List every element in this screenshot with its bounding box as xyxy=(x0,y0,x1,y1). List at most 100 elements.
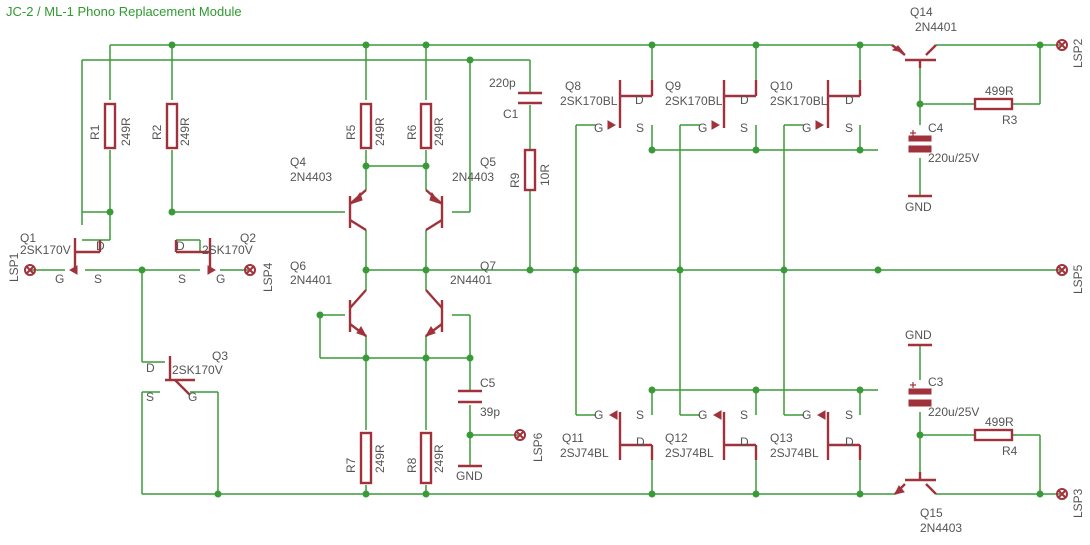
svg-text:G: G xyxy=(55,272,64,286)
resistor-r9: R9 10R xyxy=(508,148,552,192)
svg-text:D: D xyxy=(740,93,749,107)
svg-text:Q2: Q2 xyxy=(240,231,256,245)
jfet-q11: G S D Q11 2SJ74BL xyxy=(560,408,654,460)
svg-text:Q9: Q9 xyxy=(665,79,681,93)
svg-text:220u/25V: 220u/25V xyxy=(928,405,979,419)
svg-text:2SK170BL: 2SK170BL xyxy=(770,94,828,108)
ground-c5: GND xyxy=(456,464,483,483)
svg-text:LSP6: LSP6 xyxy=(531,432,545,462)
svg-text:LSP5: LSP5 xyxy=(1071,264,1085,294)
svg-text:Q13: Q13 xyxy=(770,431,793,445)
capacitor-c4: C4 220u/25V xyxy=(908,121,979,165)
svg-text:S: S xyxy=(740,121,748,135)
jfet-q3: Q3 2SK170V D S G xyxy=(146,349,228,404)
svg-text:G: G xyxy=(802,121,811,135)
svg-text:2N4401: 2N4401 xyxy=(915,20,957,34)
wires xyxy=(30,44,1060,495)
svg-text:S: S xyxy=(845,408,853,422)
svg-text:249R: 249R xyxy=(178,117,192,146)
svg-text:G: G xyxy=(216,272,225,286)
svg-text:G: G xyxy=(594,408,603,422)
pad-lsp3: LSP3 xyxy=(1056,488,1085,518)
svg-text:R3: R3 xyxy=(1002,113,1018,127)
junctions xyxy=(106,41,1044,498)
svg-text:2N4403: 2N4403 xyxy=(452,170,494,184)
svg-text:G: G xyxy=(188,390,197,404)
svg-text:GND: GND xyxy=(456,469,483,483)
pad-lsp1: LSP1 xyxy=(7,252,36,282)
svg-text:GND: GND xyxy=(905,328,932,342)
svg-text:G: G xyxy=(698,121,707,135)
svg-text:Q8: Q8 xyxy=(565,79,581,93)
pad-lsp6: LSP6 xyxy=(514,429,545,462)
svg-text:Q4: Q4 xyxy=(290,155,306,169)
svg-text:C3: C3 xyxy=(928,375,944,389)
resistor-r7: R7 249R xyxy=(344,431,387,485)
pad-lsp5: LSP5 xyxy=(1056,264,1085,294)
ground-c3: GND xyxy=(905,328,932,347)
svg-text:2SJ74BL: 2SJ74BL xyxy=(665,446,714,460)
svg-text:R5: R5 xyxy=(344,124,358,140)
svg-text:2N4401: 2N4401 xyxy=(450,273,492,287)
schematic-title: JC-2 / ML-1 Phono Replacement Module xyxy=(6,4,242,19)
svg-text:Q15: Q15 xyxy=(920,506,943,520)
svg-text:Q6: Q6 xyxy=(290,259,306,273)
svg-text:R1: R1 xyxy=(88,124,102,140)
svg-text:C5: C5 xyxy=(480,376,496,390)
svg-text:249R: 249R xyxy=(373,444,387,473)
svg-text:R7: R7 xyxy=(344,457,358,473)
svg-text:249R: 249R xyxy=(119,117,133,146)
svg-text:LSP1: LSP1 xyxy=(7,252,21,282)
svg-text:D: D xyxy=(635,93,644,107)
svg-text:D: D xyxy=(740,435,749,449)
jfet-q9: Q9 2SK170BL D G S xyxy=(665,79,758,135)
svg-text:2SK170V: 2SK170V xyxy=(172,363,223,377)
svg-text:S: S xyxy=(740,408,748,422)
svg-text:C1: C1 xyxy=(503,107,519,121)
resistor-r5: R5 249R xyxy=(344,102,387,150)
svg-text:2N4403: 2N4403 xyxy=(290,170,332,184)
svg-text:Q11: Q11 xyxy=(562,431,584,445)
capacitor-c5: C5 39p xyxy=(458,376,500,419)
svg-text:C4: C4 xyxy=(928,121,944,135)
capacitor-c3: C3 220u/25V xyxy=(908,375,979,419)
bjt-q14: Q14 2N4401 xyxy=(891,5,957,68)
bjt-q6: Q6 2N4401 xyxy=(290,259,368,337)
resistor-r2: R2 249R xyxy=(150,102,192,150)
bjt-q4: Q4 2N4403 xyxy=(290,155,367,232)
svg-text:S: S xyxy=(636,121,644,135)
svg-text:2SK170V: 2SK170V xyxy=(202,243,253,257)
pad-lsp2: LSP2 xyxy=(1056,38,1085,68)
svg-text:249R: 249R xyxy=(432,444,446,473)
resistor-r3: 499R R3 xyxy=(973,84,1018,127)
svg-text:D: D xyxy=(845,435,854,449)
svg-text:LSP2: LSP2 xyxy=(1071,38,1085,68)
svg-text:S: S xyxy=(636,408,644,422)
bjt-q15: Q15 2N4403 xyxy=(894,472,962,535)
svg-text:G: G xyxy=(594,121,603,135)
svg-text:2N4403: 2N4403 xyxy=(920,521,962,535)
svg-text:Q7: Q7 xyxy=(480,259,496,273)
svg-text:Q12: Q12 xyxy=(665,431,688,445)
jfet-q10: Q10 2SK170BL D G S xyxy=(770,79,862,135)
svg-text:Q10: Q10 xyxy=(770,79,793,93)
bjt-q7: Q7 2N4401 xyxy=(424,259,496,337)
svg-text:D: D xyxy=(176,239,185,253)
svg-text:249R: 249R xyxy=(373,117,387,146)
svg-text:39p: 39p xyxy=(480,405,500,419)
svg-text:S: S xyxy=(146,390,154,404)
pad-lsp4: LSP4 xyxy=(244,262,275,292)
jfet-q13: G S D Q13 2SJ74BL xyxy=(770,408,862,460)
bjt-q5: Q5 2N4403 xyxy=(425,155,496,232)
svg-text:R4: R4 xyxy=(1002,444,1018,458)
svg-text:S: S xyxy=(845,121,853,135)
svg-text:GND: GND xyxy=(905,200,932,214)
svg-text:499R: 499R xyxy=(985,84,1014,98)
svg-text:2SK170BL: 2SK170BL xyxy=(560,94,618,108)
svg-text:R2: R2 xyxy=(150,124,164,140)
svg-text:D: D xyxy=(845,93,854,107)
svg-text:Q1: Q1 xyxy=(20,231,36,245)
svg-text:220u/25V: 220u/25V xyxy=(928,151,979,165)
svg-text:LSP3: LSP3 xyxy=(1071,488,1085,518)
